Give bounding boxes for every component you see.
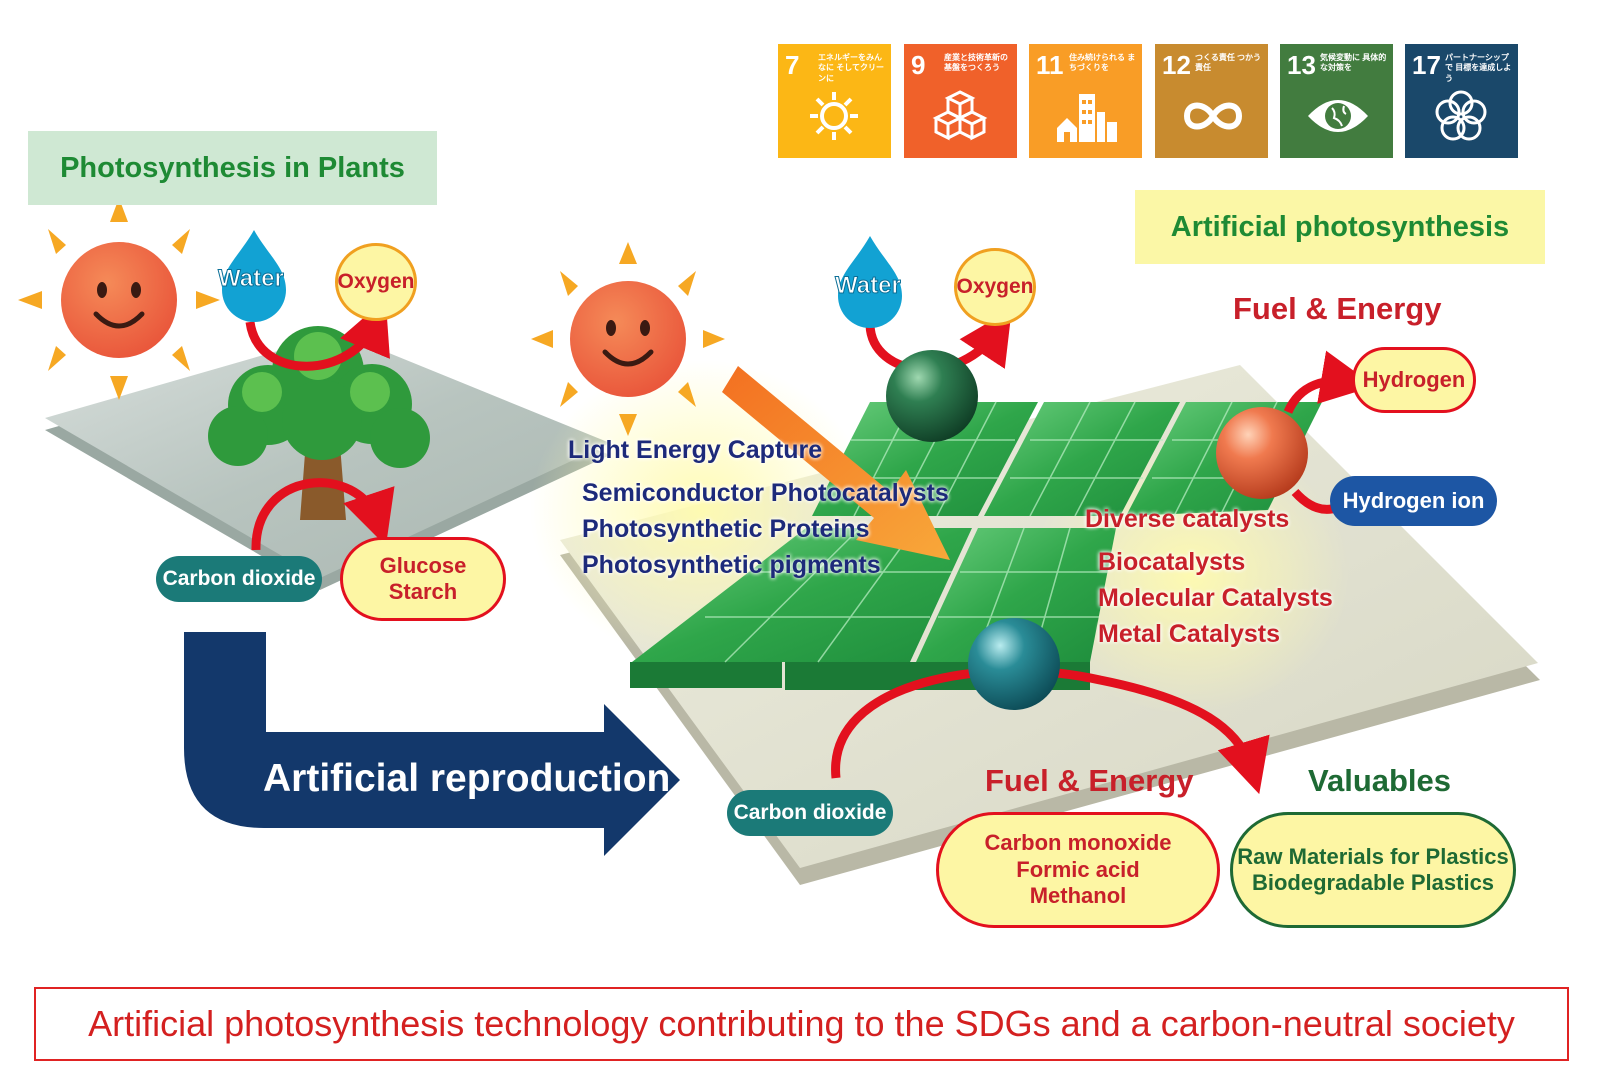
fuel-product-item: Formic acid — [1016, 856, 1140, 882]
light-capture-item: Semiconductor Photocatalysts — [582, 479, 949, 507]
left-glucose-arrow — [251, 478, 395, 551]
catalyst-item: Metal Catalysts — [1098, 620, 1281, 648]
right-oxygen-bubble: Oxygen — [954, 248, 1036, 326]
fuel-product-item: Carbon monoxide — [984, 830, 1172, 856]
left-oxygen-arrow — [245, 298, 390, 371]
sdg-number: 9 — [911, 50, 926, 80]
co2-catalyst-sphere — [968, 618, 1060, 710]
light-beam-arrow — [722, 366, 950, 560]
hydrogen-catalyst-sphere — [1216, 407, 1308, 499]
glucose-label: Glucose — [379, 552, 467, 578]
light-capture-item: Photosynthetic pigments — [582, 551, 881, 579]
left-sun-icon — [18, 198, 220, 400]
light-capture-heading: Light Energy Capture — [568, 436, 823, 464]
fuel-energy-top-heading: Fuel & Energy — [1233, 291, 1442, 326]
valuables-heading: Valuables — [1308, 763, 1452, 798]
sdg-badge-12: 12 つくる責任 つかう責任 — [1155, 44, 1268, 158]
sun-power-icon — [810, 92, 858, 140]
sdg-caption: パートナーシップで 目標を達成しよう — [1445, 53, 1512, 83]
sdg-number: 7 — [785, 50, 800, 80]
sdg-caption: 産業と技術革新の 基盤をつくろう — [944, 53, 1008, 73]
left-glucose-starch-bubble: Glucose Starch — [340, 537, 506, 621]
sdg-badge-17: 17 パートナーシップで 目標を達成しよう — [1405, 44, 1518, 158]
reproduction-arrow — [184, 632, 680, 856]
valuables-bubble: Raw Materials for Plastics Biodegradable… — [1230, 812, 1516, 928]
left-oxygen-bubble: Oxygen — [335, 243, 417, 321]
hydrogen-ion-pill: Hydrogen ion — [1330, 476, 1497, 526]
sdg-caption: 気候変動に 具体的な対策を — [1320, 53, 1387, 73]
carbon-conversion-arrow — [831, 666, 1270, 795]
oxidation-catalyst-sphere — [886, 350, 978, 442]
left-water-label: Water — [218, 265, 285, 293]
left-water-drop-icon — [222, 230, 286, 322]
footer-banner: Artificial photosynthesis technology con… — [34, 987, 1569, 1061]
valuables-item: Biodegradable Plastics — [1251, 870, 1495, 895]
sdg-number: 13 — [1287, 50, 1316, 80]
fuel-energy-bottom-heading: Fuel & Energy — [985, 763, 1194, 798]
cubes-icon — [932, 90, 988, 141]
plants-panel-title: Photosynthesis in Plants — [28, 131, 437, 205]
hydrogen-bubble: Hydrogen — [1352, 347, 1476, 413]
sdg-caption: 住み続けられる まちづくりを — [1069, 53, 1136, 73]
right-sun-icon — [531, 242, 725, 436]
sdg-badge-13: 13 気候変動に 具体的な対策を — [1280, 44, 1393, 158]
sdg-number: 11 — [1036, 50, 1064, 80]
hydrogen-arrow — [1283, 350, 1375, 414]
city-icon — [1057, 94, 1117, 142]
footer-text: Artificial photosynthesis technology con… — [88, 1003, 1515, 1044]
catalyst-item: Biocatalysts — [1098, 548, 1246, 576]
sdg-number: 12 — [1162, 50, 1191, 80]
catalysts-heading: Diverse catalysts — [1085, 505, 1290, 533]
light-capture-item: Photosynthetic Proteins — [582, 515, 870, 543]
fuel-product-item: Methanol — [1029, 883, 1127, 909]
sdg-badge-9: 9 産業と技術革新の 基盤をつくろう — [904, 44, 1017, 158]
infinity-icon — [1183, 102, 1243, 130]
sdg-caption: エネルギーをみんなに そしてクリーンに — [818, 53, 884, 83]
starch-label: Starch — [388, 579, 458, 604]
valuables-item: Raw Materials for Plastics — [1237, 843, 1509, 869]
sdg-badge-7: 7 エネルギーをみんなに そしてクリーンに — [778, 44, 891, 158]
catalyst-item: Molecular Catalysts — [1098, 584, 1333, 612]
reproduction-label: Artificial reproduction — [263, 757, 671, 800]
artificial-panel-title: Artificial photosynthesis — [1135, 190, 1545, 264]
right-carbon-dioxide-pill: Carbon dioxide — [727, 790, 893, 836]
right-water-label: Water — [835, 272, 902, 300]
flower-rings-icon — [1435, 90, 1487, 141]
sdg-badge-11: 11 住み続けられる まちづくりを — [1029, 44, 1142, 158]
right-water-drop-icon — [838, 236, 902, 328]
sdg-caption: つくる責任 つかう責任 — [1195, 53, 1262, 73]
fuel-products-bubble: Carbon monoxide Formic acid Methanol — [936, 812, 1220, 928]
earth-eye-icon — [1308, 100, 1368, 132]
sdg-number: 17 — [1412, 50, 1441, 80]
left-carbon-dioxide-pill: Carbon dioxide — [156, 556, 322, 602]
